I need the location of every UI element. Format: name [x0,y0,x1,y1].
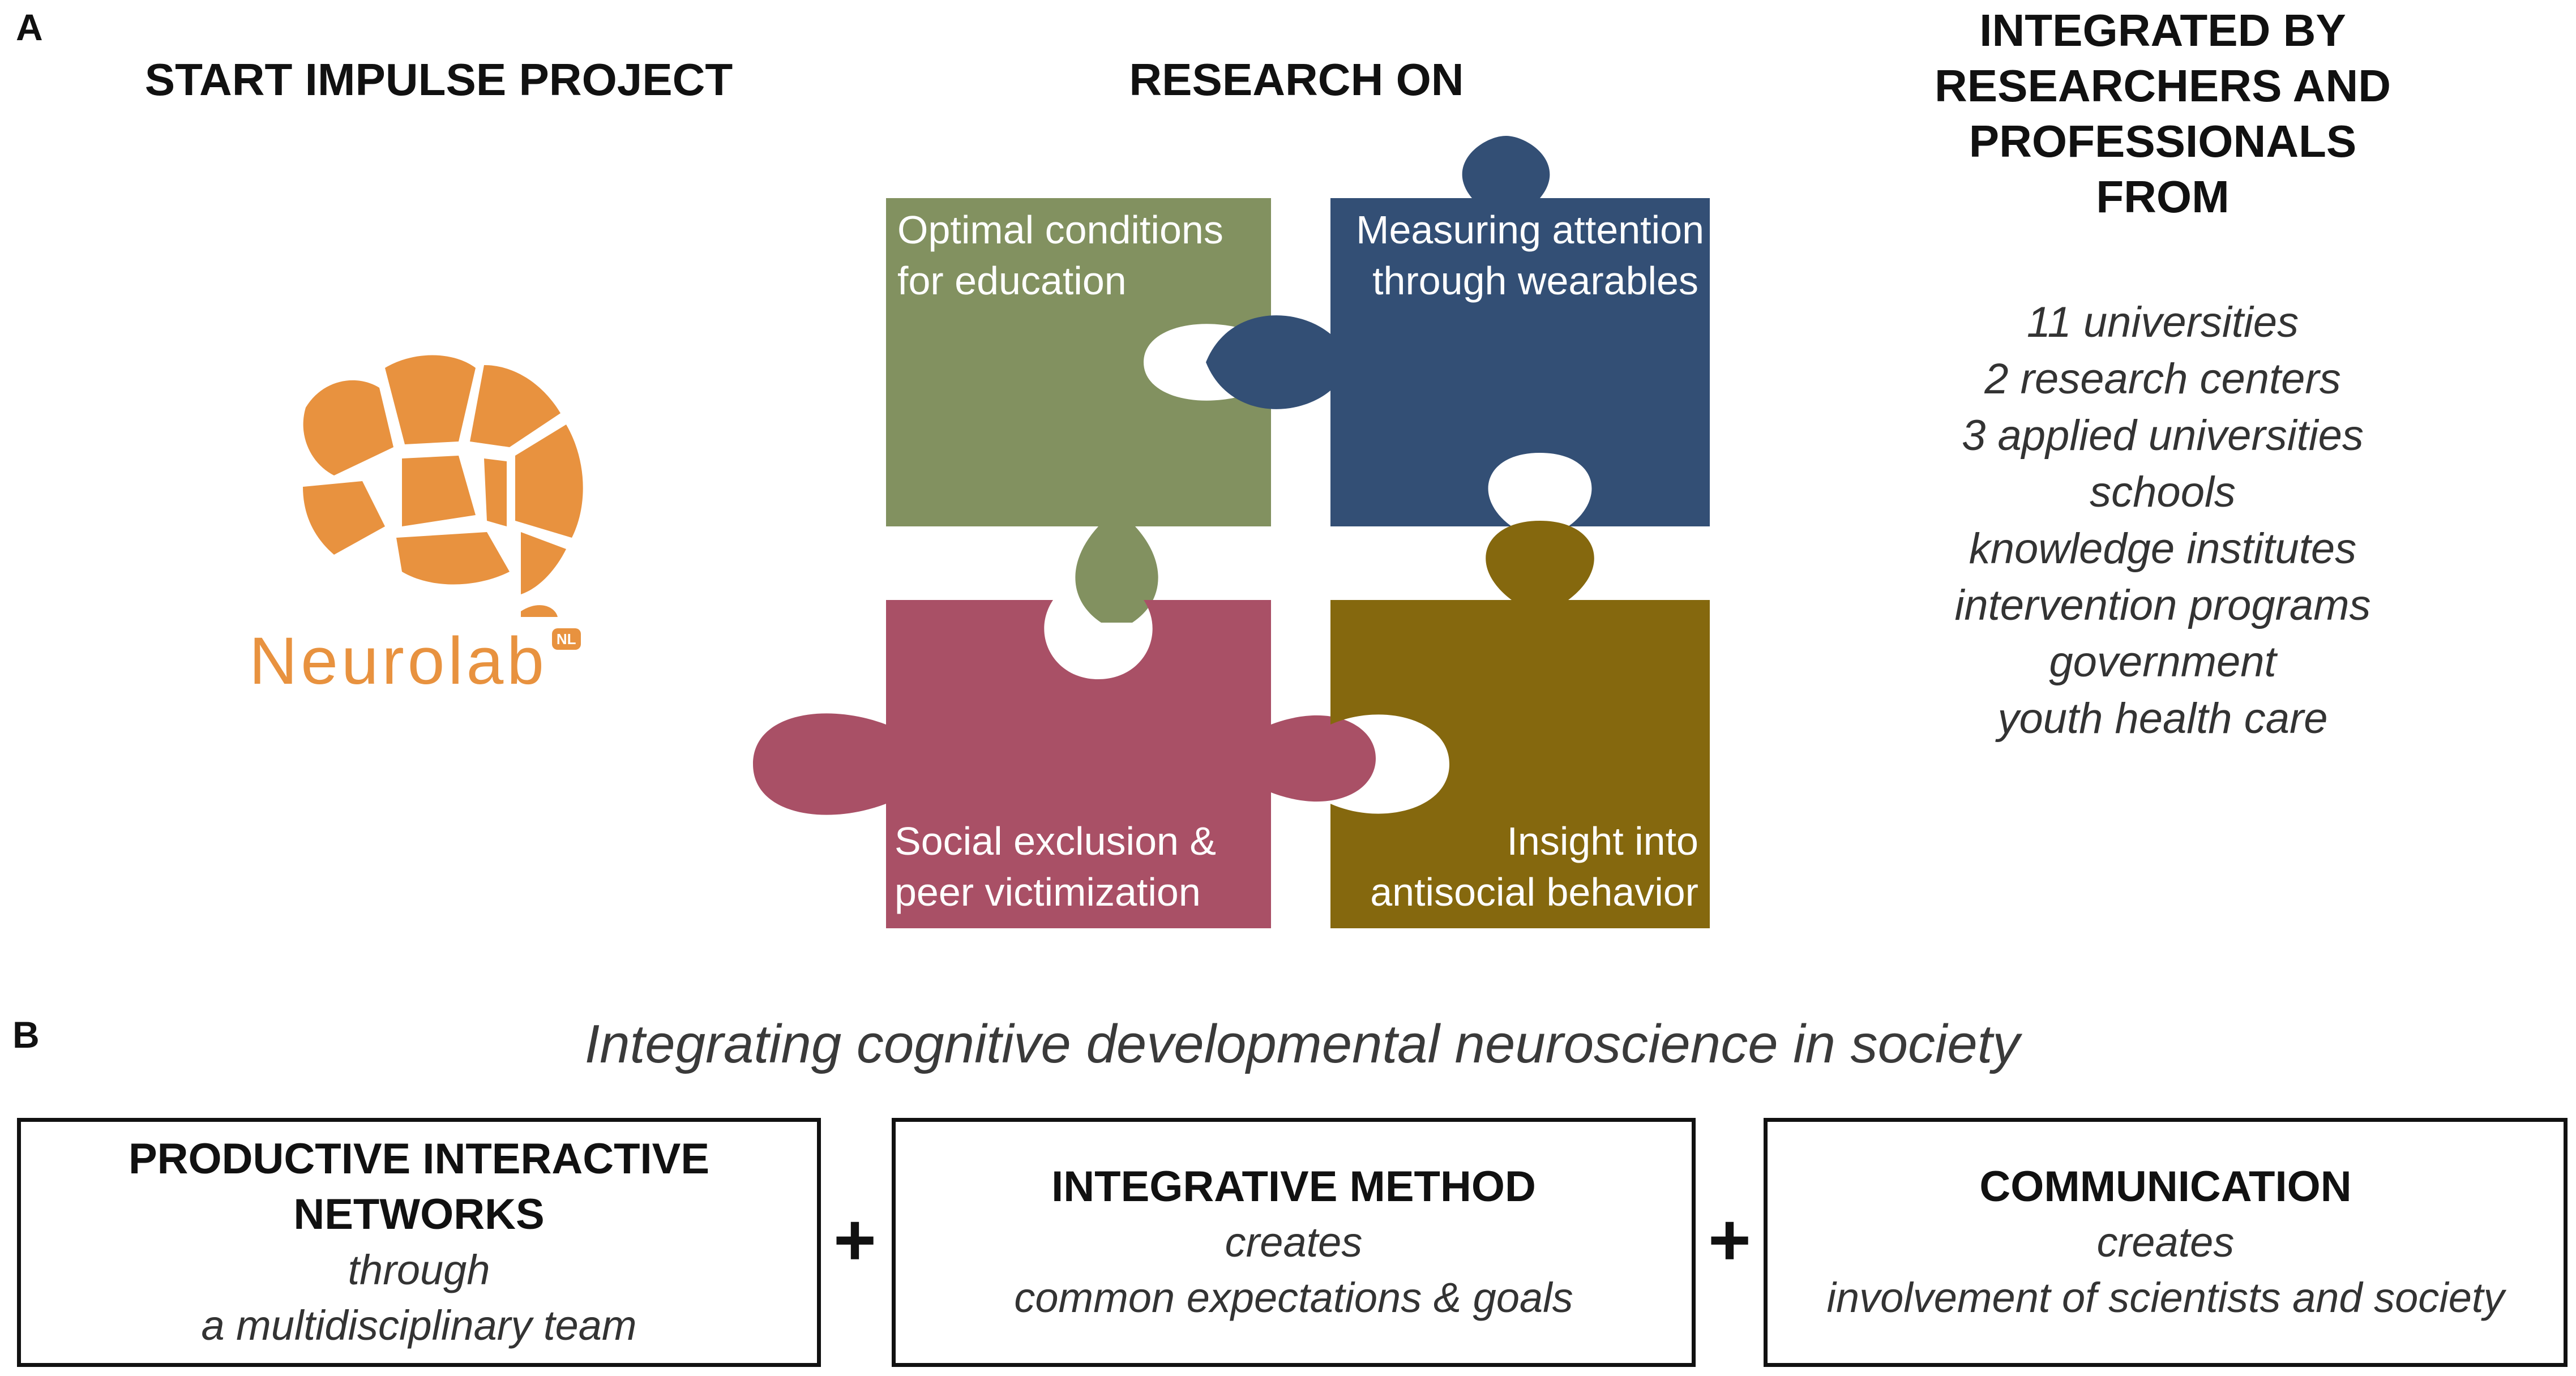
integrated-heading-line: PROFESSIONALS [1969,116,2357,166]
panel-label-a: A [16,6,43,48]
box-text: creates [1225,1219,1363,1266]
box-title: PRODUCTIVE INTERACTIVE [128,1135,710,1183]
puzzle-piece-antisocial: Insight into antisocial behavior [1330,521,1710,928]
start-impulse-heading: START IMPULSE PROJECT [144,54,733,105]
partner-item: youth health care [1997,695,2328,743]
plus-sign: + [1708,1198,1751,1281]
research-on-heading: RESEARCH ON [1129,54,1464,105]
puzzle-label: peer victimization [895,870,1201,914]
box-integrative-method: INTEGRATIVE METHOD creates common expect… [892,1118,1696,1367]
box-networks: PRODUCTIVE INTERACTIVE NETWORKS through … [17,1118,821,1367]
logo-badge: NL [551,628,581,650]
partner-item: government [2049,638,2277,686]
puzzle-label: Optimal conditions [897,208,1223,252]
box-title: NETWORKS [293,1190,545,1238]
box-text: a multidisciplinary team [201,1302,637,1349]
box-text: common expectations & goals [1014,1274,1573,1321]
integrated-heading-line: RESEARCHERS AND [1934,61,2391,111]
puzzle-piece-education: Optimal conditions for education [886,198,1271,623]
brain-icon [303,355,583,617]
partner-item: intervention programs [1954,581,2371,629]
partner-item: schools [2090,468,2236,516]
puzzle-label: Measuring attention [1356,208,1704,252]
partner-item: knowledge institutes [1969,525,2357,573]
panel-label-b: B [12,1014,40,1056]
integrated-heading-line: INTEGRATED BY [1979,5,2346,55]
box-title: COMMUNICATION [1979,1163,2352,1211]
puzzle-label: Insight into [1507,819,1698,863]
puzzle-label: through wearables [1372,259,1698,303]
integrated-by-heading: INTEGRATED BY RESEARCHERS AND PROFESSION… [1829,3,2497,225]
plus-sign: + [833,1198,876,1281]
box-text: creates [2096,1219,2235,1266]
puzzle-piece-exclusion: Social exclusion & peer victimization [753,600,1376,928]
partner-item: 2 research centers [1984,355,2341,403]
box-communication: COMMUNICATION creates involvement of sci… [1764,1118,2568,1367]
logo-name: Neurolab [249,624,547,698]
panel-b-subtitle: Integrating cognitive developmental neur… [584,1014,2020,1074]
research-puzzle: Optimal conditions for education Measuri… [753,136,1710,928]
box-title: INTEGRATIVE METHOD [1051,1163,1536,1211]
puzzle-piece-attention: Measuring attention through wearables [1206,136,1710,526]
partner-list: 11 universities 2 research centers 3 app… [1840,294,2485,747]
box-text: involvement of scientists and society [1826,1274,2505,1321]
puzzle-label: Social exclusion & [895,819,1216,863]
integrated-heading-line: FROM [2096,172,2230,222]
partner-item: 11 universities [2026,298,2299,346]
puzzle-label: antisocial behavior [1370,870,1698,914]
puzzle-label: for education [897,259,1127,303]
partner-item: 3 applied universities [1962,411,2364,460]
box-text: through [348,1246,490,1293]
